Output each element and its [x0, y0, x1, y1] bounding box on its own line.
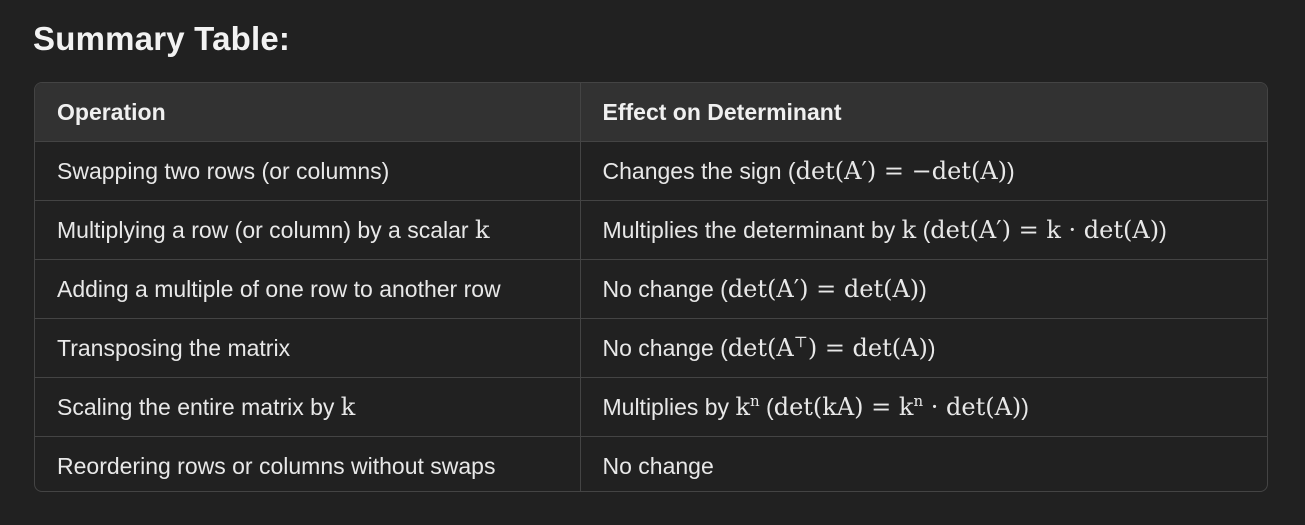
transpose-superscript: ⊤ — [793, 333, 808, 351]
effect-text: No change ( — [602, 335, 728, 361]
table-row: Multiplying a row (or column) by a scala… — [35, 200, 1267, 260]
variable-base: k — [735, 393, 750, 421]
effect-formula: det(A′) = −det(A) — [795, 157, 1008, 185]
summary-table: Operation Effect on Determinant Swapping… — [34, 82, 1268, 492]
operation-cell: Reordering rows or columns without swaps — [35, 436, 581, 491]
effect-text: Multiplies by — [602, 394, 736, 420]
formula-part: det(A — [727, 334, 794, 362]
effect-text: ) — [1021, 394, 1029, 420]
effect-cell: Multiplies the determinant by k (det(A′)… — [580, 200, 1267, 260]
exponent-superscript: n — [749, 392, 760, 410]
table-row: Transposing the matrix No change (det(A⊤… — [35, 318, 1267, 378]
column-header-effect: Effect on Determinant — [580, 83, 1267, 142]
operation-cell: Transposing the matrix — [35, 318, 581, 378]
formula-part: · det(A) — [923, 393, 1022, 421]
effect-text: ) — [1007, 158, 1015, 184]
effect-cell: No change (det(A⊤) = det(A)) — [580, 318, 1267, 378]
effect-text: ( — [759, 394, 774, 420]
effect-variable: kn — [735, 393, 759, 421]
effect-formula: det(A′) = det(A) — [727, 275, 920, 303]
table-row: Reordering rows or columns without swaps… — [35, 436, 1267, 491]
effect-text: ) — [927, 335, 936, 361]
effect-text: No change ( — [602, 276, 728, 302]
table-header-row: Operation Effect on Determinant — [35, 83, 1267, 142]
table-row: Adding a multiple of one row to another … — [35, 259, 1267, 319]
formula-part: ) = det(A) — [807, 334, 928, 362]
operation-variable: k — [474, 216, 490, 244]
effect-cell: Multiplies by kn (det(kA) = kn · det(A)) — [580, 377, 1267, 437]
operation-cell: Scaling the entire matrix by k — [35, 377, 581, 437]
effect-text: ) — [1159, 217, 1167, 243]
column-header-operation: Operation — [35, 83, 581, 142]
exponent-superscript: n — [913, 392, 924, 410]
operation-text: Multiplying a row (or column) by a scala… — [57, 217, 475, 243]
effect-text: Changes the sign ( — [602, 158, 796, 184]
page-title: Summary Table: — [33, 20, 291, 57]
effect-cell: Changes the sign (det(A′) = −det(A)) — [580, 141, 1267, 201]
effect-formula: det(kA) = kn · det(A) — [774, 393, 1022, 421]
effect-formula: det(A′) = k · det(A) — [930, 216, 1160, 244]
table-row: Swapping two rows (or columns) Changes t… — [35, 141, 1267, 201]
effect-cell: No change — [602, 452, 714, 479]
effect-text: ( — [916, 217, 931, 243]
effect-cell: No change (det(A′) = det(A)) — [580, 259, 1267, 319]
table-row: Scaling the entire matrix by k Multiplie… — [35, 377, 1267, 437]
effect-formula: det(A⊤) = det(A) — [728, 334, 928, 362]
effect-variable: k — [901, 216, 917, 244]
operation-cell: Adding a multiple of one row to another … — [35, 259, 581, 319]
operation-variable: k — [340, 393, 356, 421]
operation-cell: Multiplying a row (or column) by a scala… — [35, 200, 581, 260]
operation-cell: Swapping two rows (or columns) — [35, 141, 581, 201]
effect-text: Multiplies the determinant by — [602, 217, 902, 243]
effect-text: ) — [919, 276, 927, 302]
operation-text: Scaling the entire matrix by — [57, 394, 341, 420]
formula-part: det(kA) = k — [773, 393, 914, 421]
